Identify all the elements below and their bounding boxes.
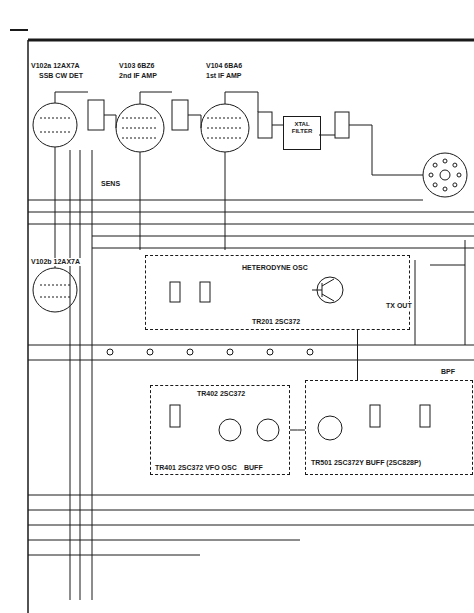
block-label: TR201 2SC372	[251, 318, 301, 326]
socket-pin	[453, 163, 457, 167]
block-label: HETERODYNE OSC	[241, 264, 309, 272]
part-label: 1st IF AMP	[205, 72, 243, 80]
part-label: TX OUT	[385, 302, 413, 310]
socket-pin	[429, 173, 433, 177]
part-label: V104 6BA6	[205, 62, 243, 70]
socket-pin	[453, 183, 457, 187]
block-label: TR402 2SC372	[196, 390, 246, 398]
part-label: 2nd IF AMP	[118, 72, 158, 80]
socket-pin	[457, 173, 461, 177]
block-label: TR501 2SC372Y BUFF (2SC828P)	[310, 459, 462, 467]
part-label: V102a 12AX7A	[30, 62, 81, 70]
vfo-osc-block: TR402 2SC372TR401 2SC372 VFO OSC BUFF	[150, 385, 290, 475]
socket-pin	[443, 187, 447, 191]
part-label: SENS	[100, 180, 121, 188]
block-label: BUFF	[243, 464, 264, 472]
part-label: V103 6BZ6	[118, 62, 155, 70]
socket-pin	[443, 159, 447, 163]
socket-pin	[433, 183, 437, 187]
block-label: XTAL FILTER	[286, 121, 318, 135]
heterodyne-osc-block: HETERODYNE OSC TR201 2SC372	[145, 255, 410, 330]
part-label: BPF	[440, 368, 456, 376]
block-label: TR401 2SC372 VFO OSC	[154, 464, 238, 472]
part-label: V102b 12AX7A	[30, 258, 81, 266]
wire-connector	[357, 330, 358, 380]
crystal-filter: XTAL FILTER	[283, 116, 321, 150]
part-label: SSB CW DET	[38, 72, 84, 80]
buffer-block: TR501 2SC372Y BUFF (2SC828P)	[305, 380, 473, 475]
socket-pin	[433, 163, 437, 167]
wire-connector	[290, 430, 305, 431]
